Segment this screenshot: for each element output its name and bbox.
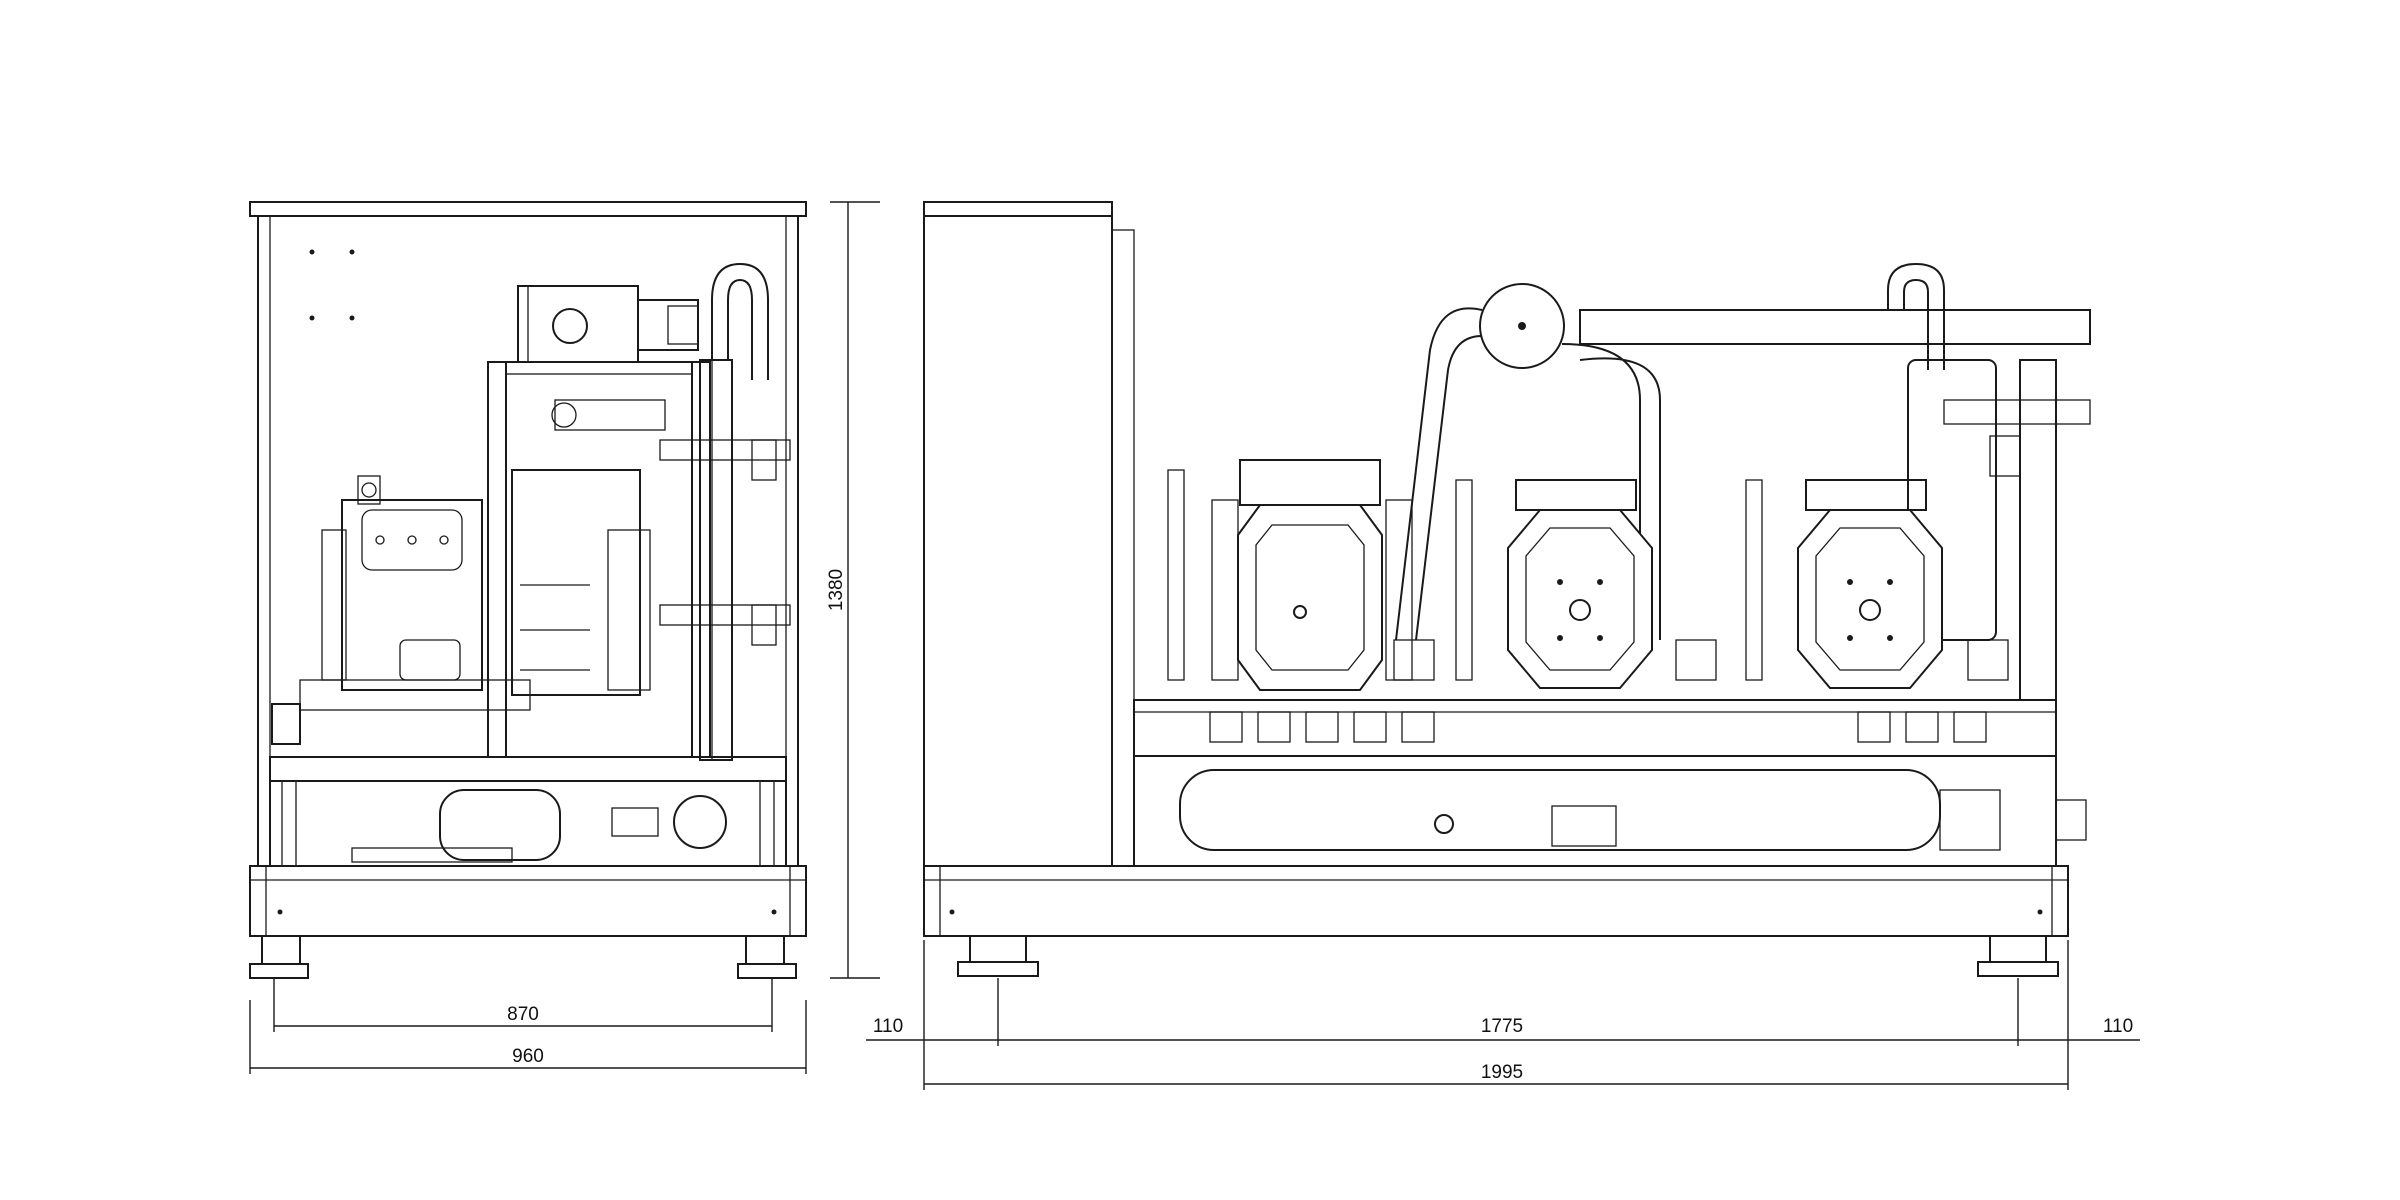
side-foot-right	[745, 935, 785, 965]
side-motor-block	[511, 469, 641, 696]
compressor-3	[1745, 479, 1943, 689]
side-compressor	[341, 499, 483, 691]
front-base	[923, 865, 2069, 937]
front-u-pipe	[1887, 262, 1945, 370]
dimension-front-total: 1995	[924, 1062, 2068, 1085]
terminal-blocks	[1209, 711, 1987, 743]
compressor-1	[1167, 459, 1413, 691]
dim-side-inner-label: 870	[507, 1004, 539, 1025]
side-base	[249, 865, 807, 937]
valve-1	[1393, 639, 1435, 681]
side-top-cover	[249, 201, 807, 217]
front-foot-right	[1989, 935, 2047, 963]
dim-front-total-label: 1995	[1481, 1062, 1523, 1083]
dim-front-left-offset-label: 110	[873, 1016, 903, 1037]
dim-front-right-offset-label: 110	[2103, 1016, 2133, 1037]
dim-height-label: 1380	[826, 569, 847, 611]
side-receiver	[517, 285, 639, 363]
side-oil-separator	[271, 703, 301, 745]
dimension-front-feet: 110 1775 110	[866, 940, 2140, 1090]
header-pipe	[1579, 309, 2091, 345]
front-foot-left	[969, 935, 1027, 963]
dimension-side-inner: 870	[273, 978, 773, 1032]
side-view	[249, 201, 807, 979]
right-post	[2019, 359, 2057, 701]
dimension-side-total: 960	[249, 1000, 807, 1074]
side-liquid-receiver	[439, 789, 561, 861]
suction-pipe	[1395, 307, 1483, 641]
dim-front-foot-span-label: 1775	[1481, 1016, 1523, 1037]
side-u-pipe	[711, 262, 769, 380]
dim-side-total-label: 960	[512, 1046, 544, 1067]
front-top-cover	[923, 201, 1113, 217]
side-rack	[699, 359, 733, 761]
valve-2	[1675, 639, 1717, 681]
valve-3	[1967, 639, 2009, 681]
front-view	[923, 201, 2091, 977]
front-frame-rail	[1133, 699, 2057, 757]
dimension-height: 1380	[826, 201, 880, 979]
oil-separator	[1907, 359, 1997, 641]
compressor-2	[1455, 479, 1653, 689]
liquid-receiver	[1179, 769, 1941, 851]
side-upper-frame	[487, 361, 711, 758]
front-left-panel	[923, 215, 1113, 867]
side-foot-left	[261, 935, 301, 965]
